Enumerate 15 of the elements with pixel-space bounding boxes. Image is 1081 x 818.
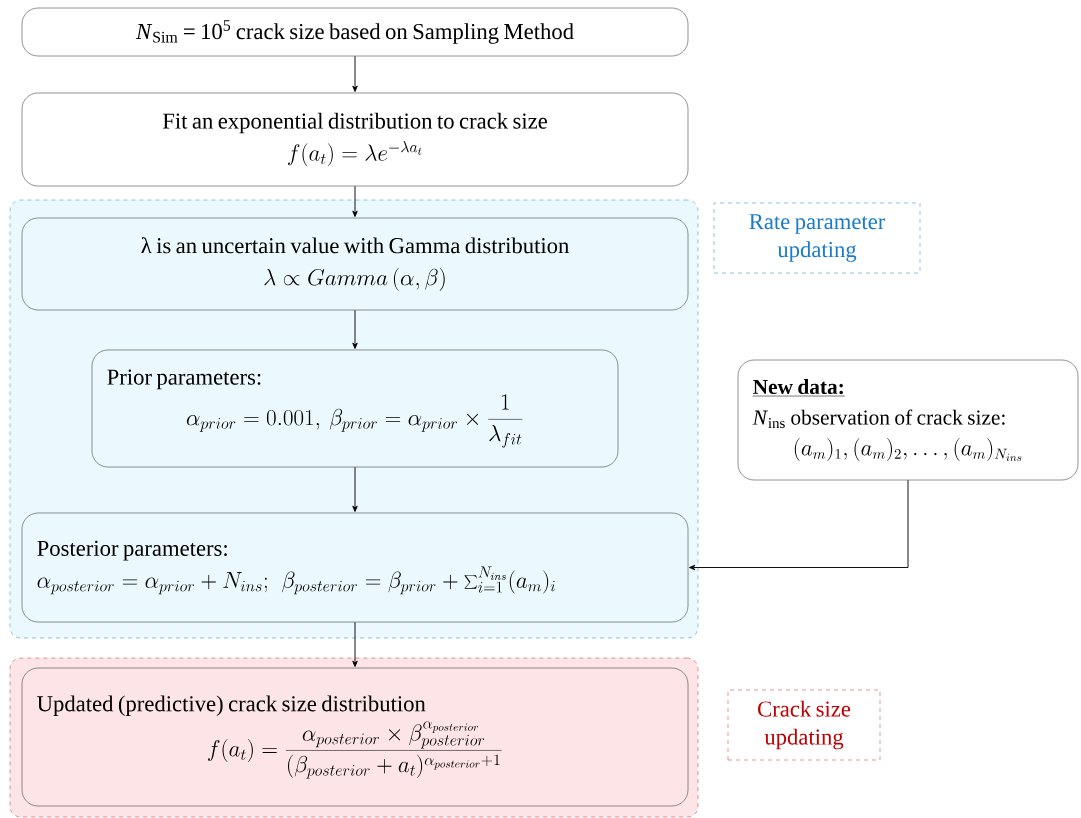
arrow <box>689 479 909 571</box>
arrow <box>352 185 358 217</box>
process-box: Posterior parameters: $\alpha_{posterior} = \alpha_{prior} + N_{ins};\ \ \beta_{posterior} = \beta_{prior} + \sum_{i=1}^{N_{ins}} (a_m)_i$ <box>21 512 689 623</box>
group-tag: Crack size updating <box>727 689 881 761</box>
arrow <box>352 309 358 349</box>
process-box: N$_{Sim}$ = 10$^{5}$ crack size based on Sampling Method <box>21 7 689 57</box>
arrow <box>352 621 358 667</box>
group-tag: Rate parameter updating <box>713 202 921 274</box>
process-box: Prior parameters: $\alpha_{prior} = 0.001,\ \beta_{prior} = \alpha_{prior} \times \frac{1}{\lambda_{fit}}$ <box>91 349 619 468</box>
arrow <box>352 466 358 512</box>
process-box: Fit an exponential distribution to crack size $f(a_t) = \lambda e^{-\lambda a_t}$ <box>21 92 689 187</box>
data-box: New data: N$_{ins}$ observation of crack size: $(a_m)_1, (a_m)_2, \dots, (a_m)_{N_{ins}}$ <box>737 359 1079 481</box>
arrow <box>352 55 358 92</box>
process-box: Updated (predictive) crack size distribution $f(a_t) = \frac{\alpha_{posterior} \times \beta_{posterior}^{\alpha_{posterior}}}{(\beta_{posterior} + a_t)^{\alpha_{posterior}+1}}$ <box>21 667 689 807</box>
process-box: λ is an uncertain value with Gamma distribution $\lambda \propto Gamma\,(\alpha,\beta)$ <box>21 217 689 311</box>
